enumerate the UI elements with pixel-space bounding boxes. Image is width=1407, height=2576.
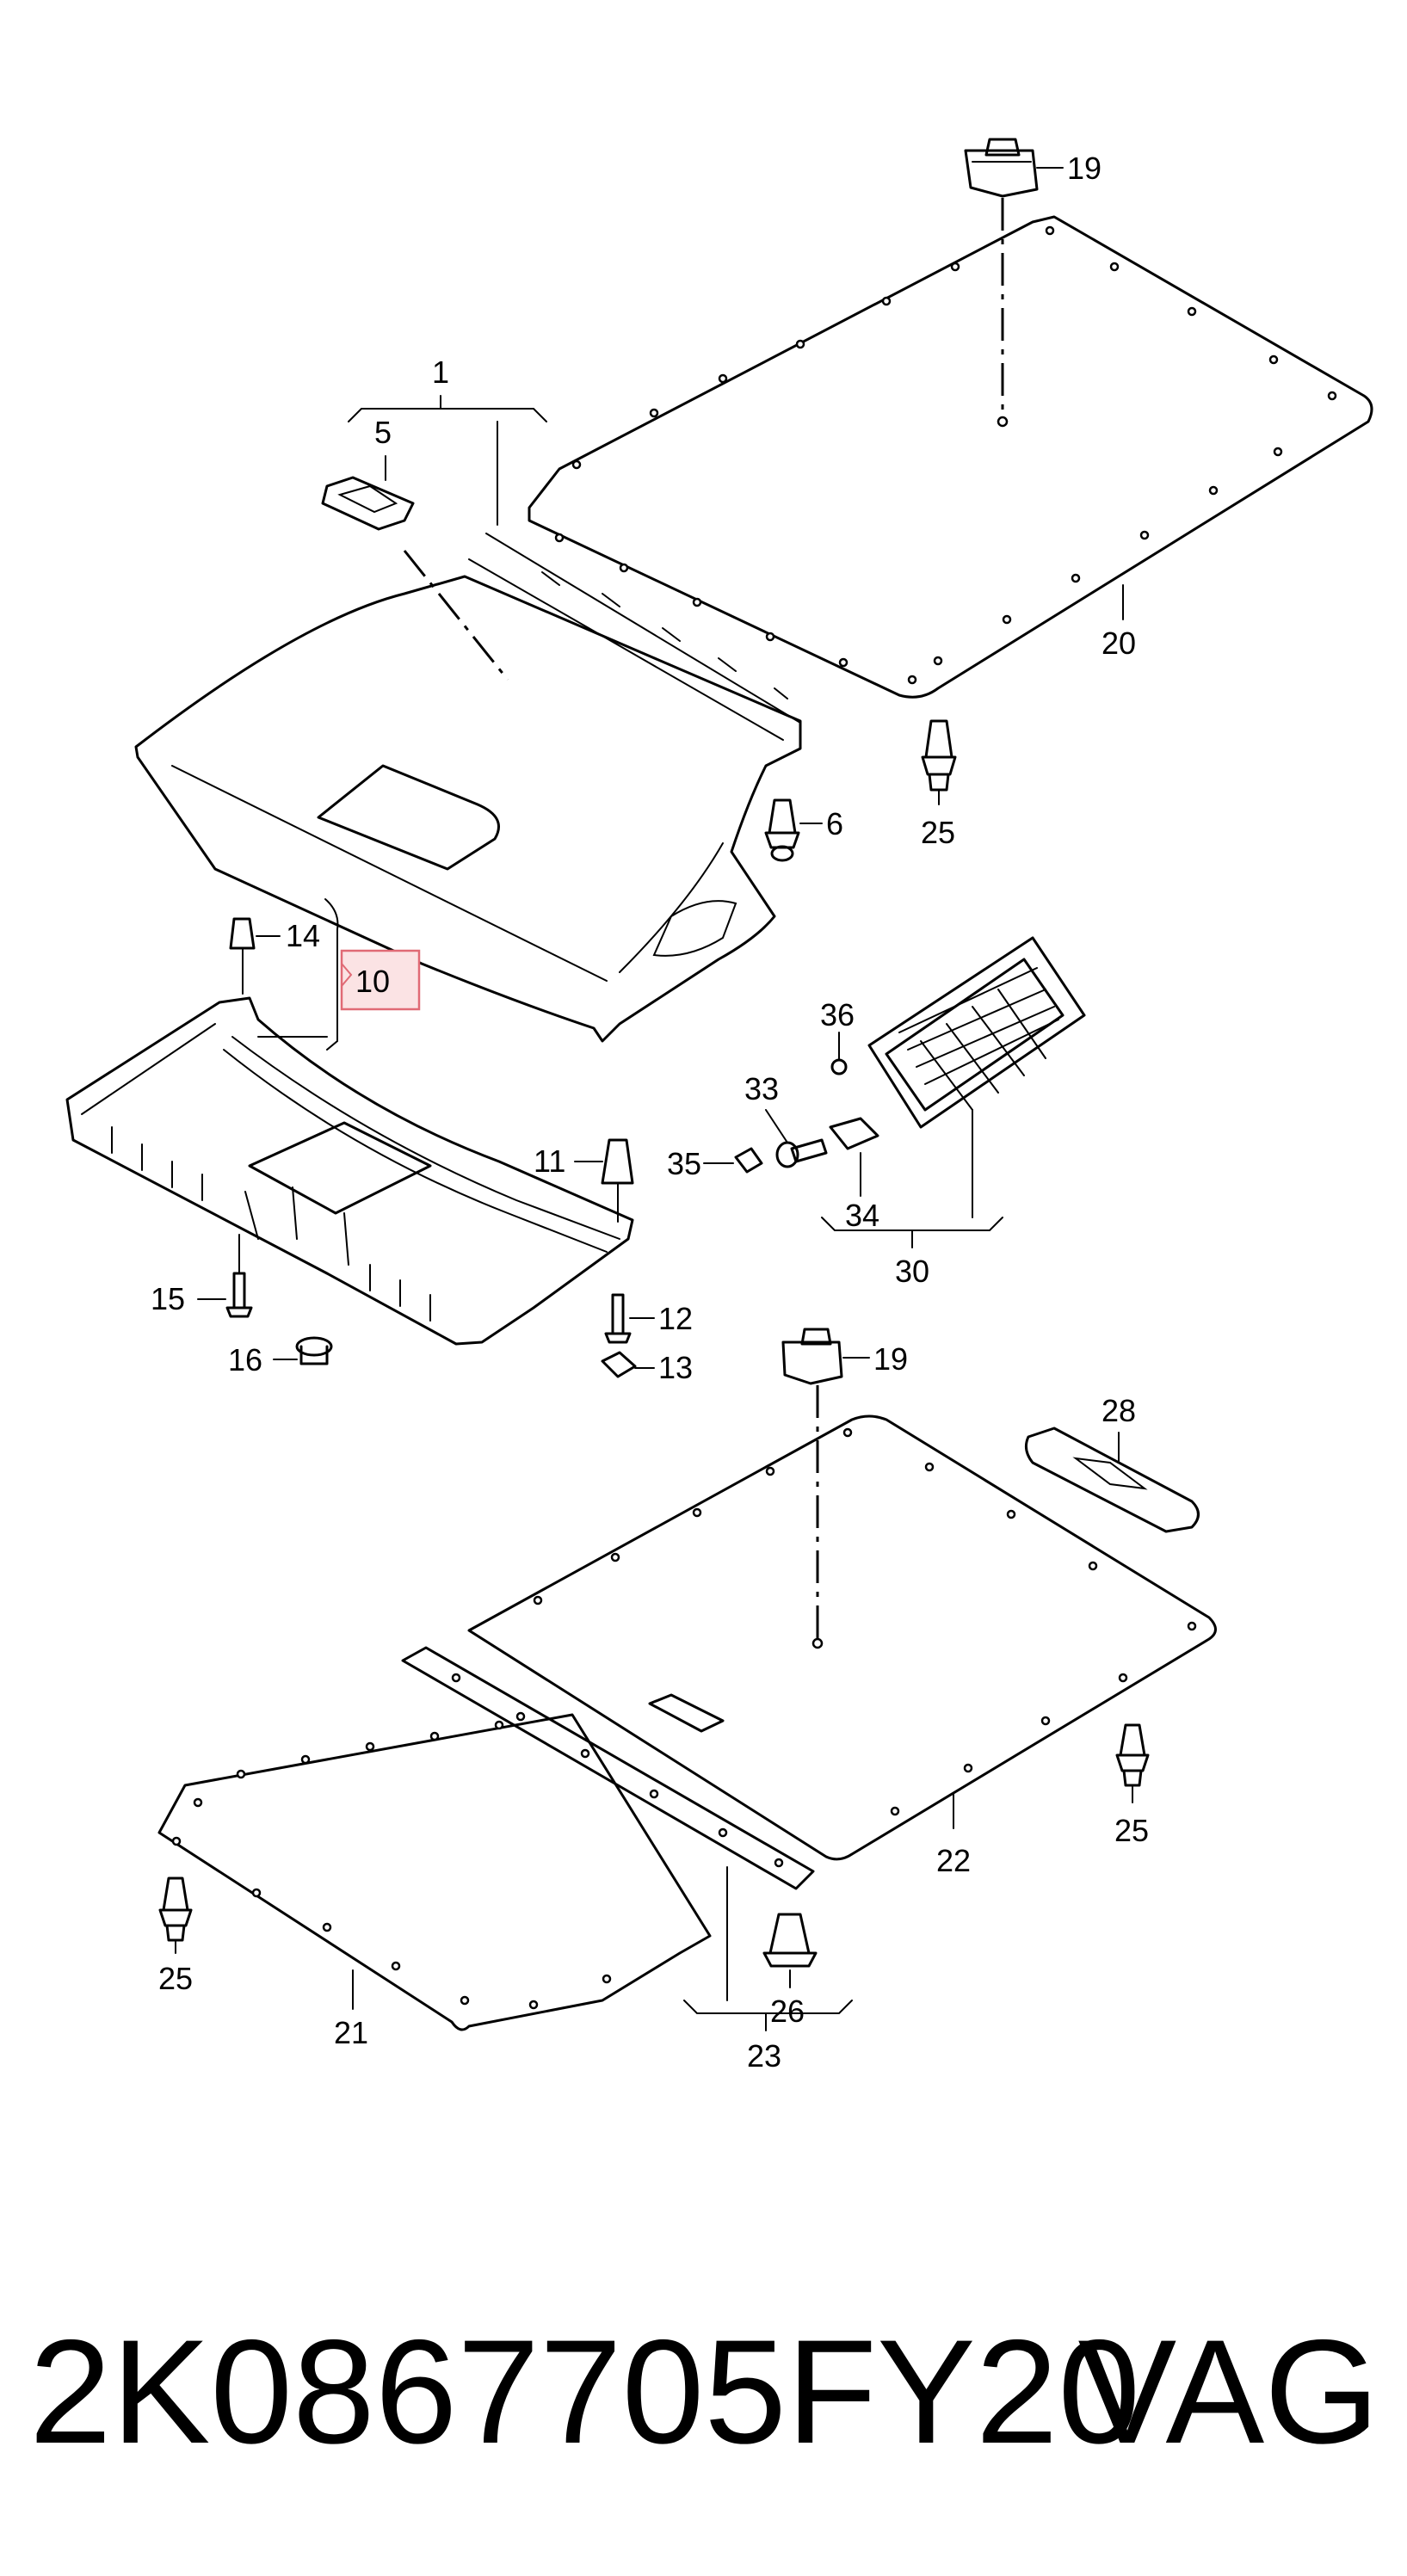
callout-25-right: 25: [1114, 1813, 1149, 1848]
callout-6: 6: [826, 806, 843, 841]
part-25-clip-upper: [921, 719, 957, 805]
part-number: 2K0867705FY20: [29, 2309, 1141, 2474]
highlighted-callout-box: [340, 949, 421, 1011]
callout-1: 1: [432, 354, 449, 390]
part-19-clip-lower: [781, 1328, 870, 1385]
callout-28: 28: [1102, 1393, 1136, 1428]
part-33-screw: [765, 1109, 828, 1168]
callout-11: 11: [534, 1143, 565, 1179]
bracket-1: [348, 395, 547, 526]
callout-19-lower: 19: [873, 1341, 908, 1377]
callout-21: 21: [334, 2015, 368, 2050]
part-36-screw: [830, 1032, 848, 1075]
panel-22-holes: [533, 1427, 1197, 1816]
callout-10: 10: [355, 964, 390, 999]
part-20-panel: [528, 215, 1373, 699]
bracket-30: [821, 1109, 1003, 1248]
part-28-handle: [1024, 1427, 1200, 1533]
part-21-panel: [157, 1713, 712, 2031]
callout-34: 34: [845, 1198, 879, 1233]
callout-23: 23: [747, 2038, 781, 2074]
callout-15: 15: [151, 1281, 185, 1316]
part-25-clip-right: [1115, 1723, 1150, 1803]
callout-5: 5: [374, 415, 392, 450]
part-11-clip: [574, 1138, 634, 1223]
part-22-panel: [467, 1414, 1217, 1861]
part-25-clip-left: [158, 1877, 193, 1954]
brand-label: VAG: [1077, 2309, 1379, 2474]
part-34-bracket: [829, 1117, 879, 1197]
callout-13: 13: [658, 1350, 693, 1385]
callout-12: 12: [658, 1301, 693, 1336]
part-30-net: [867, 936, 1086, 1129]
part-15-screw: [197, 1234, 253, 1318]
panel-20-holes: [554, 225, 1337, 685]
part-12-screw: [604, 1293, 655, 1344]
callout-30: 30: [895, 1254, 929, 1289]
part-13-nut: [601, 1351, 655, 1378]
callout-33: 33: [744, 1071, 779, 1106]
callout-16: 16: [228, 1342, 262, 1377]
part-16-plug: [273, 1336, 333, 1365]
footer: 2K0867705FY20 VAG: [0, 2306, 1407, 2478]
part-23-strip: [401, 1646, 815, 1890]
callout-35: 35: [667, 1146, 701, 1181]
part-6-clip: [764, 798, 823, 862]
bracket-10: [257, 898, 339, 1051]
callout-22: 22: [936, 1843, 971, 1878]
callout-20: 20: [1102, 626, 1136, 661]
part-5-insert: [321, 455, 509, 681]
parts-diagram: 1 5 19 20 25 6 14 10 11 12 13 15 16 36 3…: [65, 138, 1373, 2074]
part-10-trim-panel: [65, 996, 634, 1346]
part-14-clip: [229, 917, 281, 995]
bracket-23: [683, 1866, 853, 2031]
part-1-headliner: [134, 533, 802, 1043]
callout-25-upper: 25: [921, 815, 955, 850]
callout-19-top: 19: [1067, 151, 1102, 186]
part-26-clip: [762, 1913, 818, 1988]
callout-26: 26: [770, 1994, 805, 2029]
part-35-nut: [703, 1147, 763, 1174]
callout-25-left: 25: [158, 1961, 193, 1996]
callout-14: 14: [286, 918, 320, 953]
part-19-clip-top: [964, 138, 1064, 198]
callout-36: 36: [820, 997, 855, 1032]
